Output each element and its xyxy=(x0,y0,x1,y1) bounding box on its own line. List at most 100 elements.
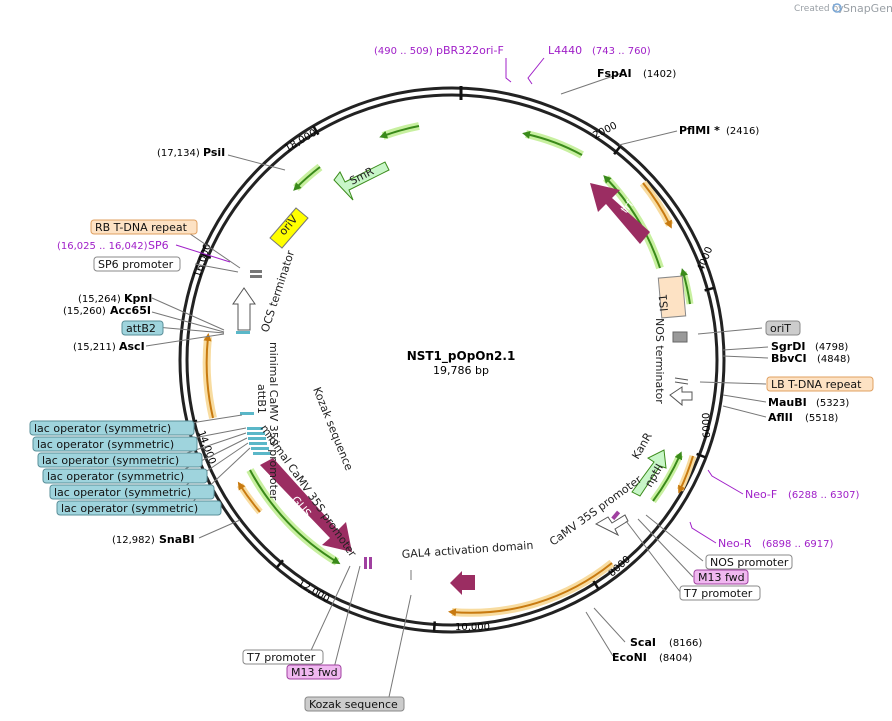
primer-pos: (6288 .. 6307) xyxy=(788,490,860,501)
orf-arrow-orange xyxy=(448,562,613,617)
feature-label-box xyxy=(121,320,164,336)
feature-label: attB2 xyxy=(126,322,156,335)
site-pos: (12,982) xyxy=(112,535,155,546)
primer-name: L4440 xyxy=(548,44,582,57)
site-name: KpnI xyxy=(124,292,152,305)
snapgene-logo-icon xyxy=(832,3,842,13)
feature-label: LB T-DNA repeat xyxy=(771,378,862,391)
oriv-feature xyxy=(269,207,309,249)
tick-mark xyxy=(275,559,284,569)
min-camv-label-1: minimal CaMV 35S promoter xyxy=(267,342,280,501)
orf-arrow-orange xyxy=(678,455,694,494)
attb1-label: attB1 xyxy=(255,384,268,414)
feature-label: Kozak sequence xyxy=(309,698,398,711)
nos-terminator-label: NOS terminator xyxy=(653,318,666,404)
tick-mark xyxy=(432,621,436,632)
feature-label: lac operator (symmetric) xyxy=(54,486,191,499)
primer-pos: (6898 .. 6917) xyxy=(762,539,834,550)
primer-name: SP6 xyxy=(148,239,169,252)
orf-arrow xyxy=(680,268,691,305)
site-pos: (5518) xyxy=(805,413,838,424)
gus-gene xyxy=(260,458,352,552)
orit-feature xyxy=(672,331,688,343)
site-pos: (4848) xyxy=(817,354,850,365)
gal4-label: GAL4 activation domain xyxy=(401,539,533,561)
feature-label: T7 promoter xyxy=(246,651,316,664)
site-pos: (4798) xyxy=(815,342,848,353)
leader-lines xyxy=(145,72,769,698)
site-name: FspAI xyxy=(597,67,632,80)
tick-label: 10,000 xyxy=(455,622,490,633)
feature-label: lac operator (symmetric) xyxy=(61,502,198,515)
backbone-outer-ring xyxy=(178,86,726,634)
feature-label: lac operator (symmetric) xyxy=(37,438,174,451)
smr-label: SmR xyxy=(347,164,376,187)
feature-label-box xyxy=(693,569,749,585)
site-name: AscI xyxy=(119,340,145,353)
lac-operator-marks xyxy=(236,270,621,569)
plasmid-length: 19,786 bp xyxy=(433,364,489,377)
smr-gene xyxy=(333,161,390,201)
feature-label-box xyxy=(42,468,208,484)
orf-arrow-orange xyxy=(237,481,261,513)
kozak-inner-label: Kozak sequence xyxy=(310,385,355,472)
site-pos: (15,211) xyxy=(73,342,116,353)
site-pos: (8404) xyxy=(659,653,692,664)
feature-label-box xyxy=(90,219,198,235)
tick-mark xyxy=(696,452,707,459)
feature-label-box xyxy=(766,376,874,392)
feature-label-box xyxy=(679,585,761,601)
site-pos: (15,264) xyxy=(78,294,121,305)
tick-label: 2000 xyxy=(591,120,619,141)
feature-label: lac operator (symmetric) xyxy=(47,470,184,483)
feature-label: lac operator (symmetric) xyxy=(34,422,171,435)
site-name: ScaI xyxy=(630,636,656,649)
primer-name: Neo-F xyxy=(745,488,777,501)
site-name: SnaBI xyxy=(159,533,195,546)
feature-label-box xyxy=(286,664,342,680)
kanr-gene xyxy=(631,449,667,497)
tick-label: 18,000 xyxy=(283,128,319,155)
site-pos: (15,260) xyxy=(63,306,106,317)
feature-label-box xyxy=(29,420,195,436)
orf-arrow xyxy=(603,175,661,269)
primer-pos: (16,025 .. 16,042) xyxy=(57,241,148,252)
tick-mark xyxy=(704,286,715,292)
primer-name: Neo-R xyxy=(718,537,752,550)
feature-label: M13 fwd xyxy=(698,571,745,584)
orf-arrows xyxy=(246,122,694,566)
orf-arrow xyxy=(522,130,583,156)
tick-label: 4000 xyxy=(696,245,716,273)
is1-label: IS1 xyxy=(657,294,671,312)
feature-label-box xyxy=(765,320,801,336)
site-pos: (8166) xyxy=(669,638,702,649)
orf-arrow xyxy=(379,125,420,139)
orf-arrow xyxy=(249,469,341,565)
tick-mark xyxy=(613,145,622,155)
site-name: BbvCI xyxy=(771,352,807,365)
credit-brand: SnapGene xyxy=(843,2,892,15)
site-pos: (2416) xyxy=(726,126,759,137)
gal4-gene xyxy=(450,571,475,595)
site-name: PflMI * xyxy=(679,124,720,137)
site-pos: (5323) xyxy=(816,398,849,409)
orange-orf-arrows xyxy=(202,180,697,617)
feature-label-box xyxy=(242,649,324,665)
site-name: PsiI xyxy=(203,146,225,159)
feature-label-box xyxy=(93,256,181,272)
orf-arrow xyxy=(293,166,321,191)
site-name: AflII xyxy=(768,411,793,424)
primer-leaders xyxy=(175,57,744,544)
feature-label: M13 fwd xyxy=(291,666,338,679)
feature-label: T7 promoter xyxy=(683,587,753,600)
feature-label-box xyxy=(705,554,793,570)
credit-text: Created by xyxy=(794,4,844,14)
feature-label: NOS promoter xyxy=(710,556,789,569)
site-name: MauBI xyxy=(768,396,807,409)
trfa-gene xyxy=(590,183,650,244)
nos-terminator-feature xyxy=(669,386,693,407)
backbone-inner-ring xyxy=(185,93,719,627)
ocs-label: OCS terminator xyxy=(258,248,297,334)
